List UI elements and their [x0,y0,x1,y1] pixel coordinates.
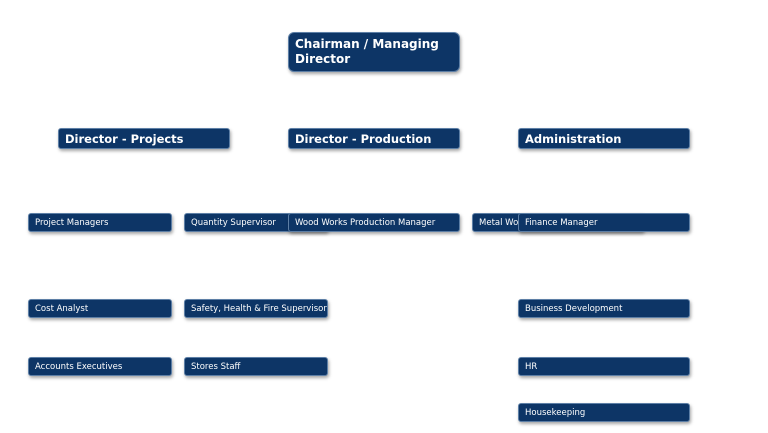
director-production-label: Director - Production [295,131,432,146]
finance-manager-label: Finance Manager [525,217,598,228]
cost-analyst-box[interactable]: Cost Analyst [28,299,172,318]
administration-label: Administration [525,131,622,146]
wood-works-label: Wood Works Production Manager [295,217,436,228]
administration-box[interactable]: Administration [518,128,690,149]
project-managers-box[interactable]: Project Managers [28,213,172,232]
hr-box[interactable]: HR [518,357,690,376]
accounts-executives-label: Accounts Executives [35,361,123,372]
safety-supervisor-box[interactable]: Safety, Health & Fire Supervisor [184,299,328,318]
wood-works-box[interactable]: Wood Works Production Manager [288,213,460,232]
director-production-box[interactable]: Director - Production [288,128,460,149]
housekeeping-label: Housekeeping [525,407,586,418]
housekeeping-box[interactable]: Housekeeping [518,403,690,422]
finance-manager-box[interactable]: Finance Manager [518,213,690,232]
quantity-supervisor-label: Quantity Supervisor [191,217,276,228]
accounts-executives-box[interactable]: Accounts Executives [28,357,172,376]
stores-staff-box[interactable]: Stores Staff [184,357,328,376]
business-development-label: Business Development [525,303,623,314]
chairman-label: Chairman / Managing Director [295,37,439,66]
business-development-box[interactable]: Business Development [518,299,690,318]
director-projects-label: Director - Projects [65,131,184,146]
stores-staff-label: Stores Staff [191,361,241,372]
cost-analyst-label: Cost Analyst [35,303,89,314]
director-projects-box[interactable]: Director - Projects [58,128,230,149]
safety-supervisor-label: Safety, Health & Fire Supervisor [191,303,327,314]
project-managers-label: Project Managers [35,217,109,228]
chairman-box[interactable]: Chairman / Managing Director [288,32,460,72]
hr-label: HR [525,361,538,372]
